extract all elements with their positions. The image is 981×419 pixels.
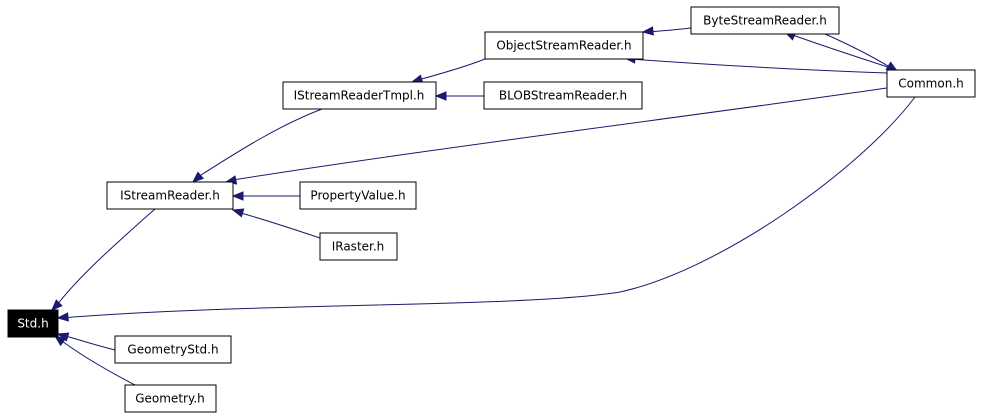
edge-common-to-byte-stream-reader <box>824 33 899 72</box>
node-std[interactable]: Std.h <box>7 309 59 338</box>
edge-line <box>646 27 692 33</box>
edge-line <box>417 58 486 81</box>
edge-arrowhead <box>56 312 69 322</box>
node-label-geometry: Geometry.h <box>135 392 205 406</box>
edges-layer <box>51 26 916 386</box>
edge-arrowhead <box>53 335 67 347</box>
edge-object-stream-reader-to-common <box>623 54 888 74</box>
edge-std-to-common <box>56 96 916 322</box>
edge-arrowhead <box>641 26 654 36</box>
edge-arrowhead <box>51 299 63 311</box>
edge-istream-reader-to-iraster <box>231 208 321 239</box>
node-geometry[interactable]: Geometry.h <box>124 384 217 413</box>
edge-line <box>59 96 916 319</box>
edge-arrowhead <box>434 91 447 101</box>
node-byte-stream-reader[interactable]: ByteStreamReader.h <box>690 6 840 35</box>
node-label-istream-reader-tmpl: IStreamReaderTmpl.h <box>294 89 425 103</box>
edge-istream-reader-to-property-value <box>231 191 300 201</box>
edge-arrowhead <box>231 191 244 201</box>
node-label-byte-stream-reader: ByteStreamReader.h <box>703 14 827 28</box>
edge-istream-reader-tmpl-to-object-stream-reader <box>410 58 486 84</box>
edge-line <box>789 33 898 71</box>
node-common[interactable]: Common.h <box>886 69 976 98</box>
node-label-iraster: IRaster.h <box>332 240 385 254</box>
edge-line <box>232 87 888 181</box>
node-label-object-stream-reader: ObjectStreamReader.h <box>496 39 631 53</box>
edge-line <box>57 337 136 386</box>
edge-line <box>629 58 888 74</box>
node-label-std: Std.h <box>17 317 48 331</box>
node-property-value[interactable]: PropertyValue.h <box>299 181 417 210</box>
edge-istream-reader-tmpl-to-blob-stream-reader <box>434 91 484 101</box>
node-label-geometry-std: GeometryStd.h <box>127 343 218 357</box>
node-label-blob-stream-reader: BLOBStreamReader.h <box>499 89 627 103</box>
edge-object-stream-reader-to-byte-stream-reader <box>641 26 692 36</box>
node-object-stream-reader[interactable]: ObjectStreamReader.h <box>484 31 644 60</box>
node-istream-reader-tmpl[interactable]: IStreamReaderTmpl.h <box>282 81 437 110</box>
edge-line <box>197 108 323 178</box>
edge-line <box>824 33 894 70</box>
node-label-common: Common.h <box>898 77 963 91</box>
edge-line <box>61 334 116 351</box>
edge-std-to-geometry-std <box>56 332 116 351</box>
node-iraster[interactable]: IRaster.h <box>319 232 398 261</box>
edge-arrowhead <box>56 332 70 342</box>
edge-std-to-geometry <box>53 335 136 386</box>
edge-std-to-istream-reader <box>51 208 156 311</box>
edge-byte-stream-reader-to-common <box>783 31 898 71</box>
nodes-layer: ByteStreamReader.h ObjectStreamReader.h … <box>7 6 976 413</box>
edge-arrowhead <box>191 171 205 183</box>
node-geometry-std[interactable]: GeometryStd.h <box>114 335 232 364</box>
edge-line <box>56 208 156 306</box>
node-label-istream-reader: IStreamReader.h <box>120 189 220 203</box>
node-blob-stream-reader[interactable]: BLOBStreamReader.h <box>483 81 643 110</box>
edge-istream-reader-to-istream-reader-tmpl <box>191 108 323 183</box>
edge-arrowhead <box>231 208 245 218</box>
edge-line <box>236 211 321 239</box>
node-label-property-value: PropertyValue.h <box>310 189 405 203</box>
node-istream-reader[interactable]: IStreamReader.h <box>106 181 234 210</box>
